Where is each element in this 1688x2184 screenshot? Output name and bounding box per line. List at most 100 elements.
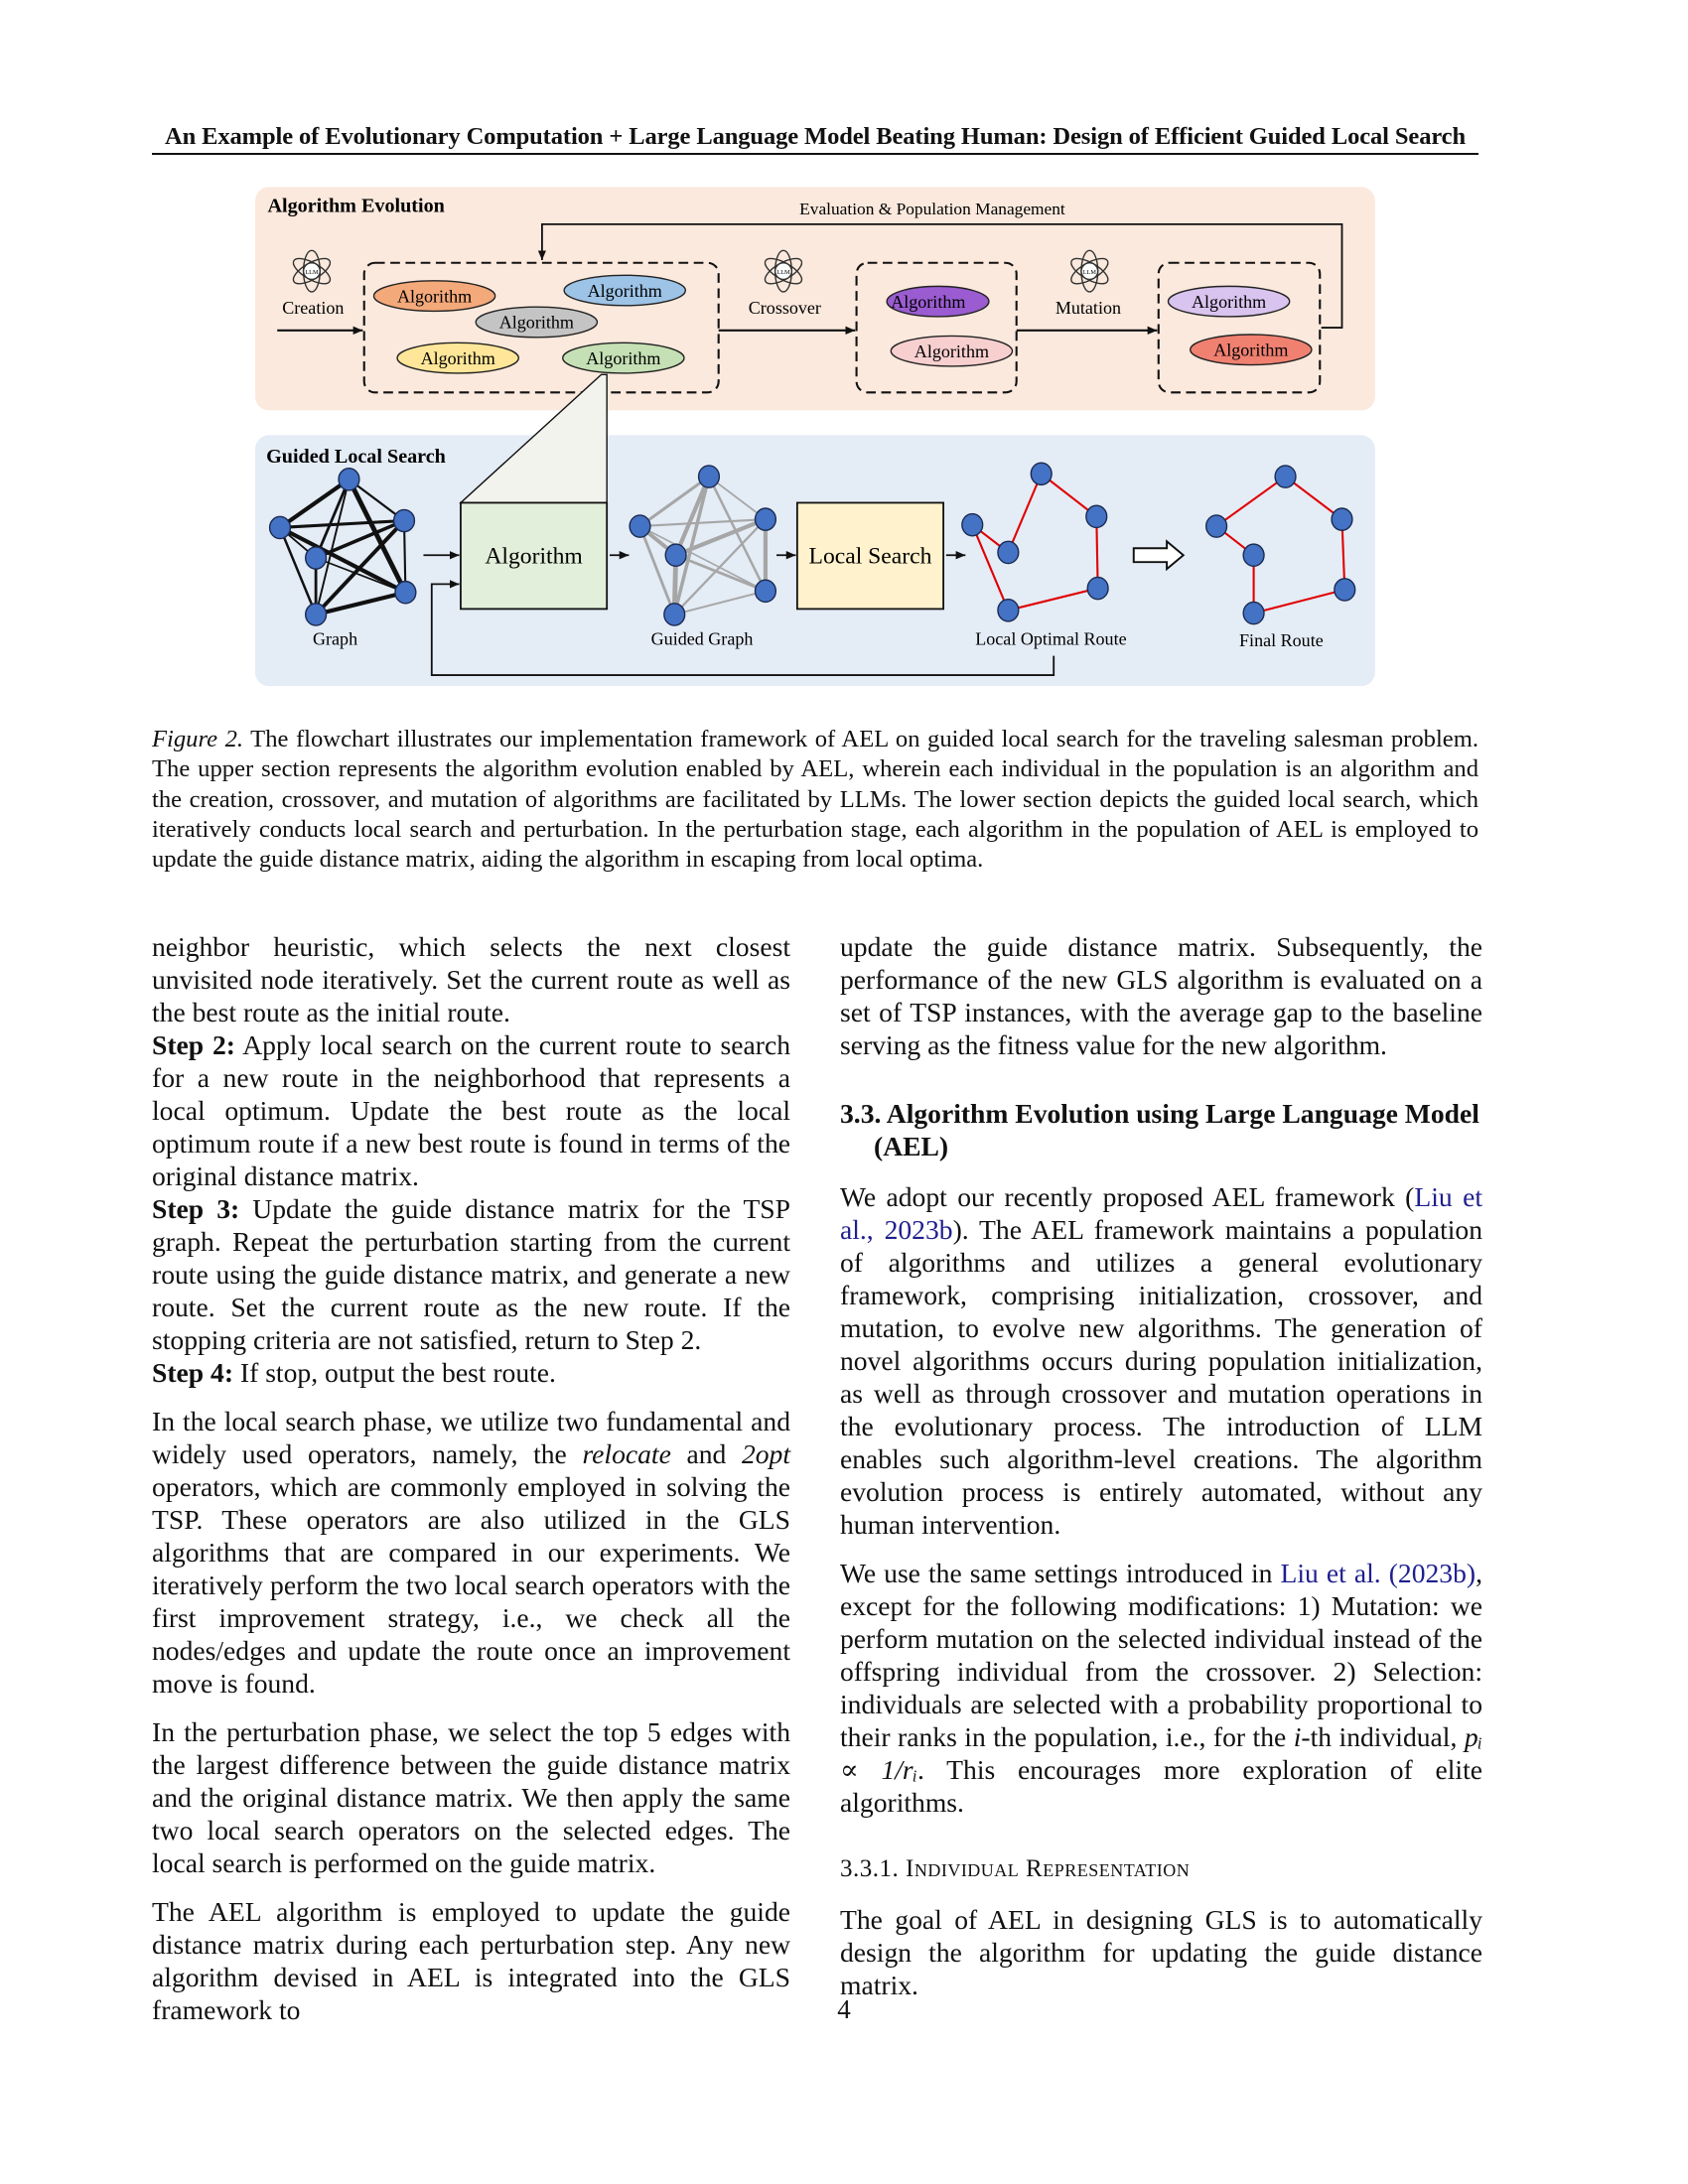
edge [708,476,767,520]
step-3: Step 3: Update the guide distance matrix… [152,1192,790,1356]
algorithm-ellipse-green: Algorithm [562,341,685,374]
step-4: Step 4: If stop, output the best route. [152,1356,790,1389]
mutation-label: Mutation [1055,298,1121,318]
text: update the guide distance matrix. Subseq… [840,931,1482,1060]
node [1086,576,1109,601]
node [305,603,328,626]
algorithm-box [460,501,609,611]
edge [315,518,405,560]
edge [314,519,406,616]
svg-text:LLM: LLM [776,269,790,276]
edge [347,478,408,594]
node [1085,504,1108,529]
edge [672,476,711,615]
algorithm-ellipse-gray: Algorithm [475,306,599,339]
text: operators, which are commonly employed i… [152,1471,790,1699]
paragraph: The goal of AEL in designing GLS is to a… [840,1903,1482,2001]
step-label: Step 3: [152,1193,240,1224]
local-search-box [795,501,944,611]
text: relocate [582,1438,671,1469]
svg-text:Algorithm: Algorithm [499,313,574,333]
svg-text:Algorithm: Algorithm [1213,341,1288,360]
edge [278,478,351,530]
text: The goal of AEL in designing GLS is to a… [840,1904,1482,2000]
edge [639,518,766,528]
crossover-offspring-box [855,261,1018,394]
node [305,546,328,570]
figure-2-flowchart: Algorithm Evolution Evaluation & Populat… [255,187,1375,687]
evaluation-label: Evaluation & Population Management [799,200,1065,218]
node [1334,578,1356,602]
text: We use the same settings introduced in [840,1558,1281,1588]
mutation-offspring-box [1157,261,1322,394]
math: pᵢ ∝ 1/rᵢ [840,1721,1482,1785]
right-column: update the guide distance matrix. Subseq… [840,930,1482,2017]
page-number: 4 [837,1994,851,2024]
edge [279,518,405,529]
text: In the perturbation phase, we select the… [152,1716,790,1878]
node [1030,462,1053,486]
step-label: Step 4: [152,1357,234,1388]
edge [674,590,767,615]
paragraph: In the local search phase, we utilize tw… [152,1405,790,1700]
graph-label: Graph [313,629,357,649]
svg-text:LLM: LLM [1083,269,1097,276]
figure-caption: Figure 2. The flowchart illustrates our … [152,725,1478,875]
svg-text:Algorithm: Algorithm [588,281,662,301]
step-label: Step 2: [152,1029,235,1060]
algorithm-ellipse-orange: Algorithm [372,280,496,313]
edge [348,478,405,522]
citation-link[interactable]: Liu et al. (2023b) [1280,1558,1477,1588]
text: The AEL algorithm is employed to update … [152,1896,790,2025]
node [1204,514,1228,538]
edge [674,517,767,558]
edge [279,525,407,595]
population-box [362,261,720,394]
algorithm-box-label: Algorithm [485,544,582,570]
citation-link[interactable]: Liu et al., 2023b [840,1181,1482,1245]
node [961,512,984,537]
edge [315,590,406,616]
feedback-arrow [537,222,1343,329]
edge [707,476,768,592]
edge [675,553,767,593]
text: 2opt [741,1438,790,1469]
creation-label: Creation [282,298,344,318]
algorithm-ellipse-lavender: Algorithm [1167,285,1291,318]
svg-text:Algorithm: Algorithm [914,341,989,361]
svg-text:Algorithm: Algorithm [891,292,965,312]
local-optimal-route [961,462,1109,622]
node [754,507,777,531]
step-2: Step 2: Apply local search on the curren… [152,1028,790,1192]
paragraph: update the guide distance matrix. Subseq… [840,930,1482,1061]
text: . This encourages more exploration of el… [840,1754,1483,1818]
paragraph: The AEL algorithm is employed to update … [152,1895,790,2026]
algorithm-ellipse-pink: Algorithm [890,335,1014,367]
algorithm-ellipse-yellow: Algorithm [396,341,519,374]
caption-label: Figure 2. [152,726,244,752]
left-column: neighbor heuristic, which selects the ne… [152,930,790,2042]
node [697,465,721,488]
hollow-arrow-icon [1132,539,1186,572]
edge [315,478,351,615]
svg-text:Algorithm: Algorithm [397,286,472,306]
node [1274,465,1297,488]
text: Apply local search on the current route … [152,1029,791,1191]
edge [673,476,711,557]
text: In the local search phase, we utilize tw… [152,1406,790,1469]
edge [315,557,406,594]
algorithm-evolution-title: Algorithm Evolution [268,195,445,216]
node [629,514,651,538]
local-search-box-label: Local Search [809,544,932,570]
caption-text: The flowchart illustrates our implementa… [152,726,1478,874]
llm-icon: LLM [1066,249,1113,293]
text: , except for the following modifications… [840,1558,1483,1752]
node [663,603,686,626]
algorithm-ellipse-purple: Algorithm [886,285,990,318]
local-optimal-route-label: Local Optimal Route [975,629,1126,649]
text: ). The AEL framework maintains a populat… [840,1214,1482,1540]
graph [268,468,417,626]
svg-text:Algorithm: Algorithm [586,348,660,368]
final-route [1204,465,1356,625]
section-heading: 3.3. Algorithm Evolution using Large Lan… [840,1098,1479,1161]
